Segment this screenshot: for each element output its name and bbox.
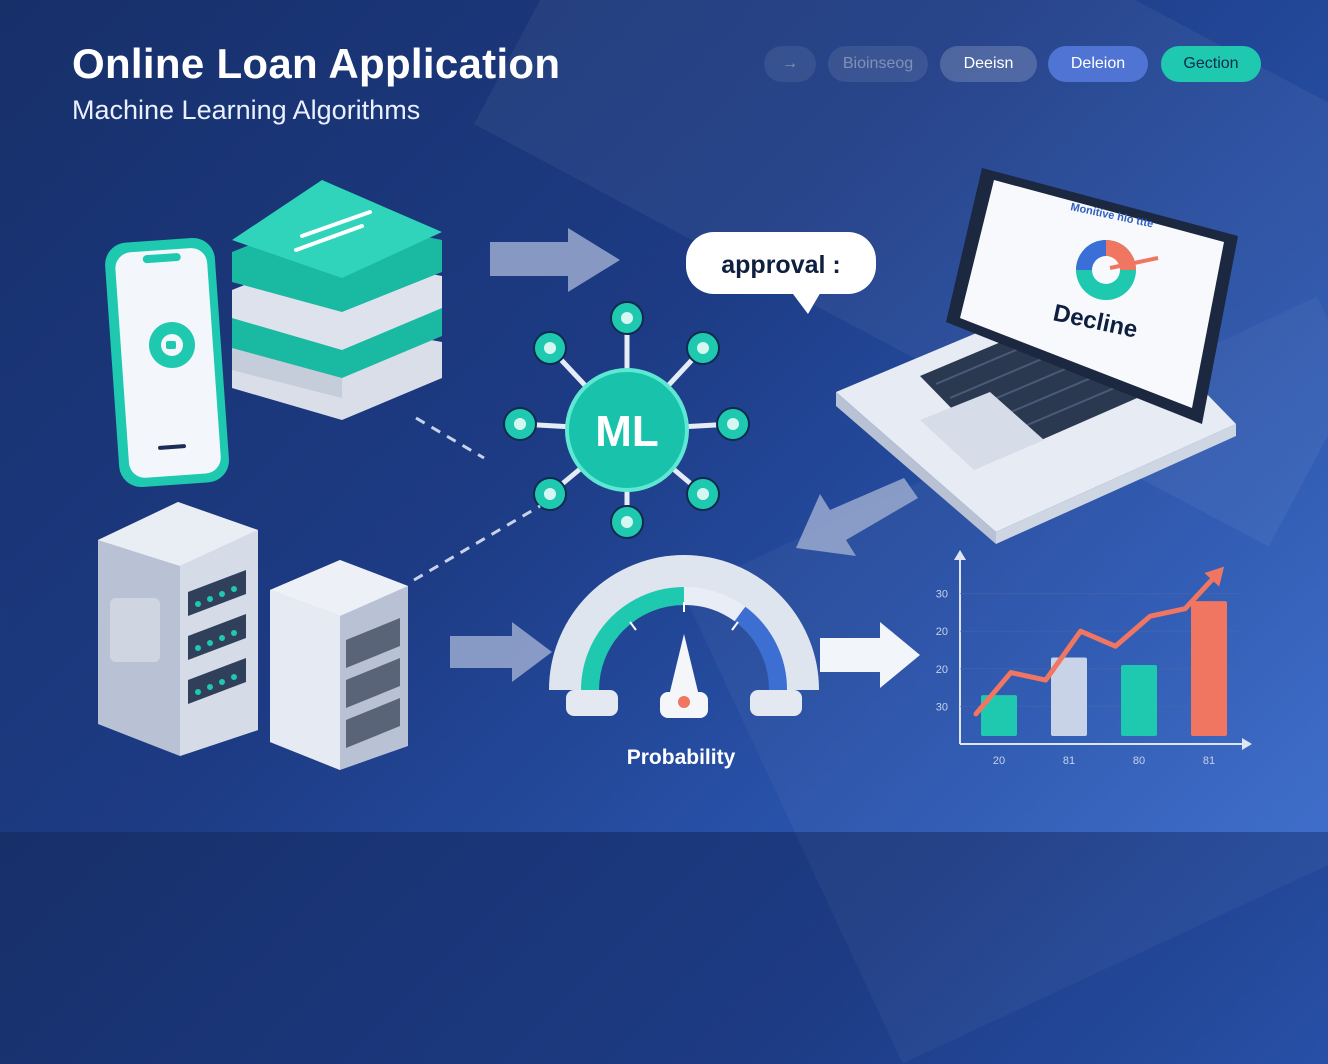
chart-x-axis-arrow [1242, 738, 1252, 750]
dashed-connector [413, 504, 541, 582]
server-rack-icon [270, 560, 408, 770]
pill-button[interactable]: Bioinseog [828, 46, 928, 82]
speech-bubble: approval : [686, 232, 876, 314]
dashed-connector [415, 416, 485, 460]
gauge-label: Probability [627, 746, 736, 769]
chart-trend-arrowhead [1204, 566, 1225, 587]
flow-arrow-icon [450, 622, 552, 682]
page-title: Online Loan Application [72, 40, 561, 87]
chart-x-tick-label: 20 [993, 755, 1005, 767]
probability-gauge [549, 555, 819, 718]
chart-x-tick-label: 81 [1203, 755, 1215, 767]
arrow-pill-button[interactable]: → [764, 46, 816, 82]
speech-bubble-text: approval : [721, 251, 840, 279]
pill-button[interactable]: Deleion [1048, 46, 1148, 82]
smartphone-icon [105, 237, 229, 488]
flow-arrow-icon [796, 478, 918, 556]
document-stack-icon [232, 180, 442, 420]
ml-network-node: ML [503, 301, 750, 539]
bar-chart: 30 20 20 30 20 81 80 81 [936, 550, 1252, 767]
chart-y-tick-label: 20 [936, 626, 948, 638]
chart-bar [981, 695, 1017, 736]
ml-label: ML [595, 407, 659, 456]
laptop-icon: Monitive hio ttte Decline [836, 168, 1238, 544]
server-rack-icon [98, 502, 258, 756]
chart-y-tick-label: 30 [936, 589, 948, 601]
chart-trend-line [973, 568, 1223, 717]
flow-arrow-icon [820, 622, 920, 688]
flow-arrow-icon [490, 228, 620, 292]
page-subtitle: Machine Learning Algorithms [72, 95, 421, 125]
pill-button-active[interactable]: Gection [1161, 46, 1261, 82]
chart-x-tick-label: 80 [1133, 755, 1145, 767]
chart-bar [1121, 665, 1157, 736]
pill-button[interactable]: Deeisn [940, 46, 1037, 82]
chart-x-tick-label: 81 [1063, 755, 1075, 767]
chart-y-tick-label: 20 [936, 664, 948, 676]
chart-bar [1051, 657, 1087, 736]
loan-ml-diagram: approval : [98, 168, 1252, 770]
chart-y-tick-label: 30 [936, 701, 948, 713]
chart-y-axis-arrow [954, 550, 966, 560]
chart-bar [1191, 601, 1227, 736]
